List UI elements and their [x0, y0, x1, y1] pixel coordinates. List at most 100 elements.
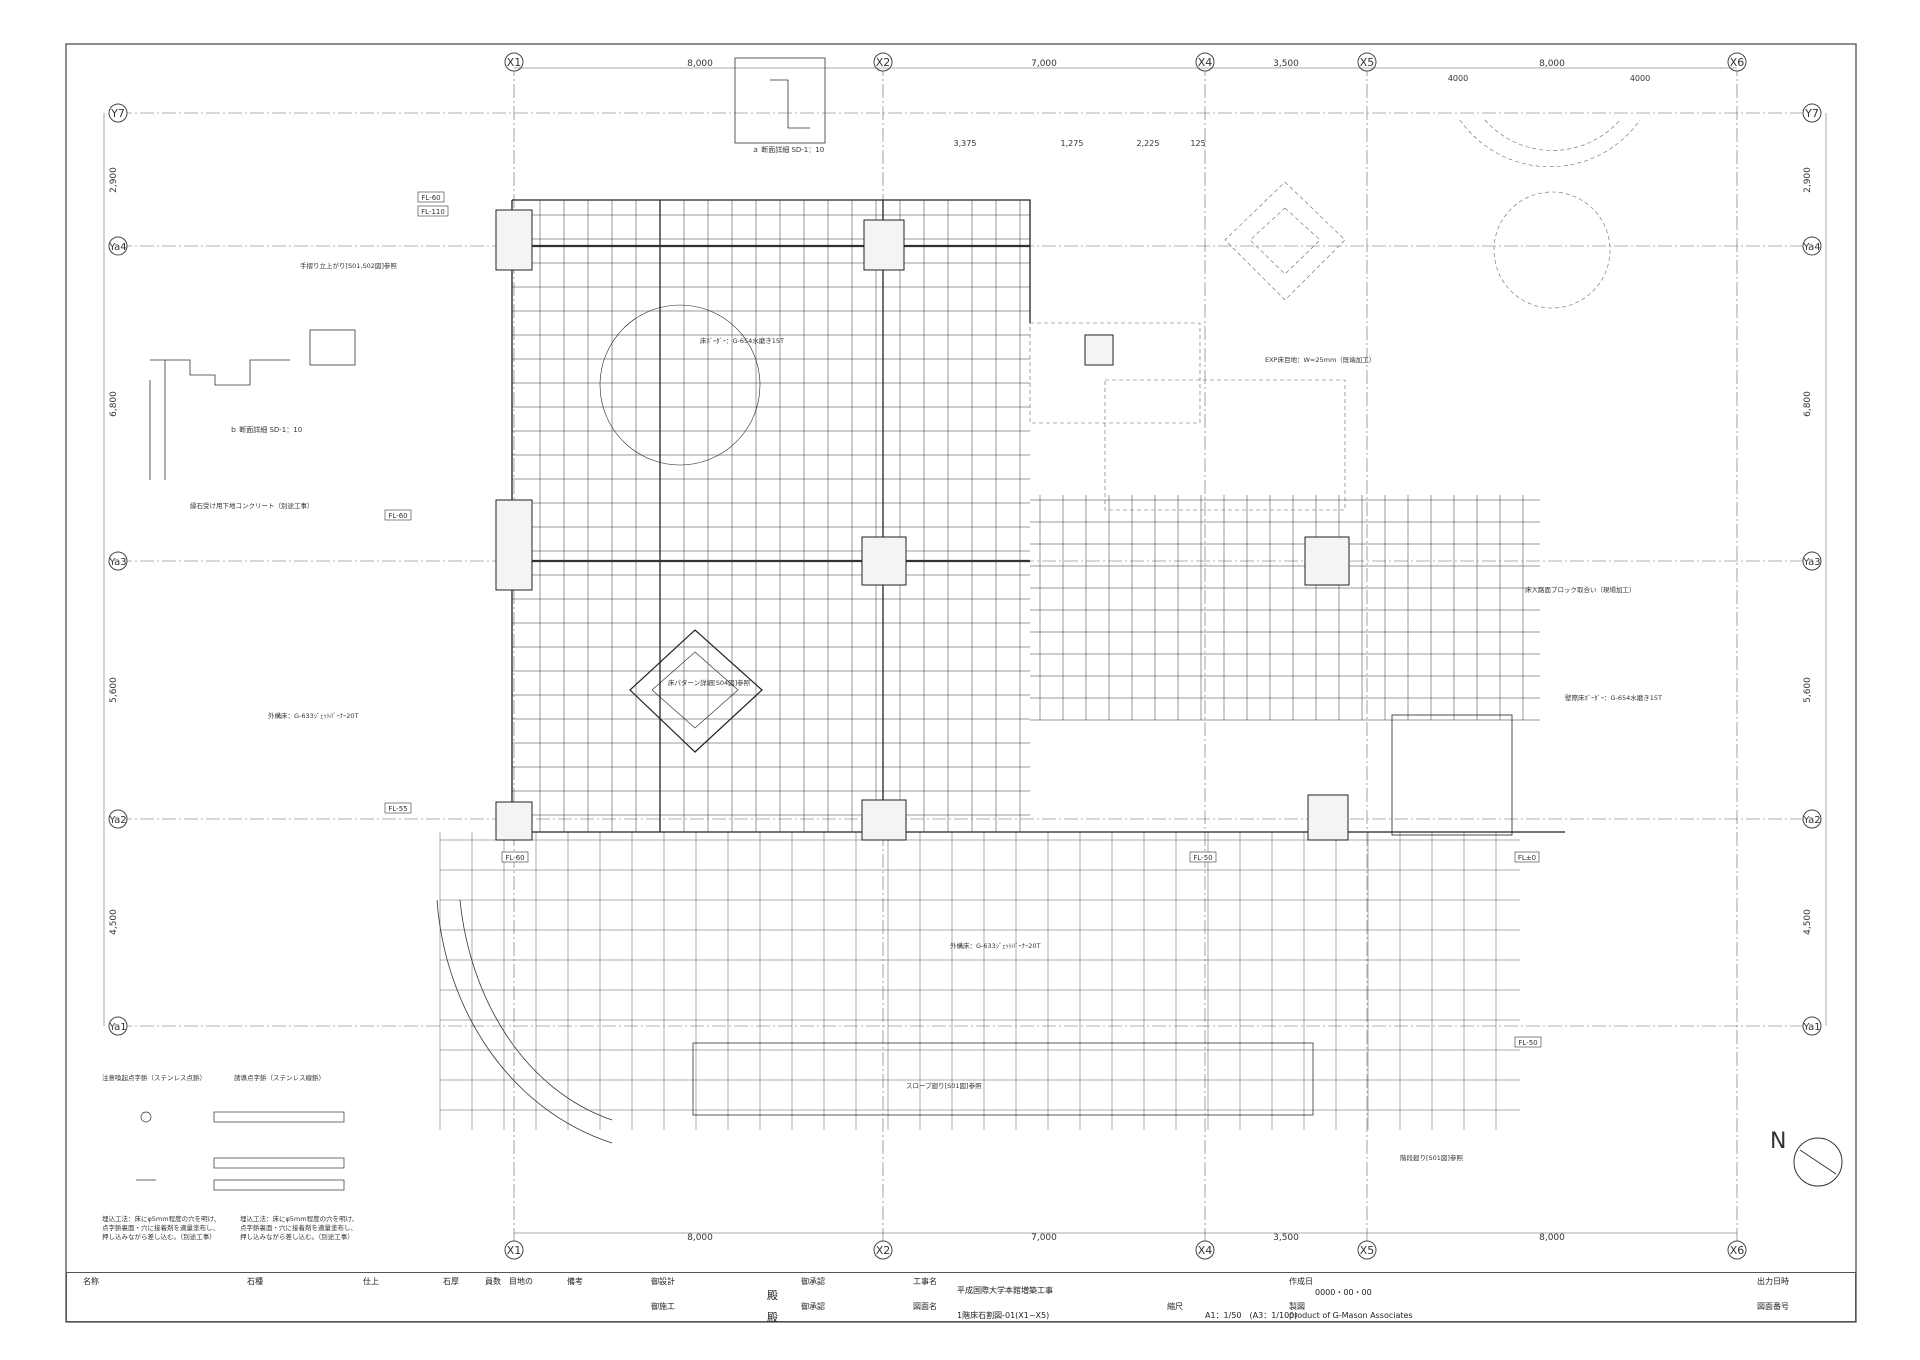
annotation-exterior-floor-left: 外構床：G-633ｼﾞｪｯﾄﾊﾞｰﾅｰ20T	[268, 711, 359, 720]
span-right-4: 4,500	[1803, 909, 1813, 935]
note-install-2: 埋込工法：床にφ5mm程度の穴を明け、点字鋲裏面・穴に接着剤を適量塗布し、押し込…	[240, 1215, 359, 1241]
axis-bubble-ya3-right: Ya3	[1802, 551, 1822, 571]
fl-tag: FL-60	[421, 194, 440, 202]
tb-count: 員数	[485, 1277, 501, 1286]
note-nosing: 注意喚起点字鋲（ステンレス点鋲）	[102, 1073, 206, 1082]
fl-tag: FL-55	[388, 805, 407, 813]
svg-text:X1: X1	[507, 1244, 522, 1257]
annotation-stair: 階段廻り[S01図]参照	[1400, 1153, 1463, 1162]
north-arrow: N	[1770, 1129, 1843, 1187]
span-top-3: 3,500	[1273, 59, 1299, 69]
annotations: 床ﾎﾞｰﾀﾞｰ：G-654水磨き15T 床パターン詳細[S04図]参照 外構床：…	[268, 261, 1662, 1162]
axis-bubble-x1: X1	[504, 52, 524, 72]
annotation-slope: スロープ廻り[S01図]参照	[906, 1081, 982, 1090]
svg-text:Ya4: Ya4	[108, 242, 126, 253]
tb-maker: product of G-Mason Associates	[1289, 1311, 1413, 1320]
span-bottom-2: 7,000	[1031, 1233, 1057, 1243]
annotation-wall-border: 壁際床ﾎﾞｰﾀﾞｰ：G-654水磨き15T	[1565, 693, 1662, 702]
span-bottom-1: 8,000	[687, 1233, 713, 1243]
axis-bubble-ya1: Ya1	[108, 1016, 128, 1036]
curved-edge	[436, 899, 1314, 1144]
column	[495, 499, 533, 591]
tb-drawing-name: 1階床石割図-01(X1~X5)	[957, 1311, 1050, 1320]
fl-tags: FL-60 FL-110 FL-60 FL-55 FL-60 FL-50 FL±…	[384, 191, 1542, 1048]
svg-text:X6: X6	[1730, 1244, 1745, 1257]
column	[1304, 536, 1350, 586]
tb-construction: 御施工	[651, 1302, 675, 1311]
axis-bubble-ya3: Ya3	[108, 551, 128, 571]
svg-text:Y7: Y7	[110, 107, 125, 120]
sub-dim-1: 3,375	[954, 139, 977, 148]
span-bottom-4: 8,000	[1539, 1233, 1565, 1243]
tb-finish: 仕上	[363, 1277, 379, 1286]
column	[1084, 334, 1114, 366]
annotation-exp-joint: EXP床目地：W=25mm（既端加工）	[1265, 355, 1375, 364]
fl-tag: FL-110	[421, 208, 445, 216]
tb-responsible-2: 御承認	[801, 1302, 825, 1311]
axis-bubble-ya2-right: Ya2	[1802, 809, 1822, 829]
fl-tag: FL±0	[1518, 854, 1536, 862]
axis-bubble-x1-bottom: X1	[504, 1240, 524, 1260]
tb-date: 0000・00・00	[1315, 1288, 1372, 1297]
span-top-2: 7,000	[1031, 59, 1057, 69]
tb-responsible-1: 御承認	[801, 1277, 825, 1286]
note-curb: 縁石受け用下地コンクリート（別途工事）	[190, 501, 314, 510]
tb-addressee-1: 殿	[767, 1289, 778, 1302]
svg-text:Y7: Y7	[1804, 107, 1819, 120]
span-top-4: 8,000	[1539, 59, 1565, 69]
tb-thickness: 石厚	[443, 1277, 459, 1286]
span-dimensions: 8,000 7,000 3,500 8,000 8,000 7,000 3,50…	[103, 59, 1827, 1243]
tb-addressee-2: 殿	[767, 1311, 778, 1324]
tb-maker-label: 製図	[1289, 1302, 1305, 1311]
svg-text:X2: X2	[876, 1244, 891, 1257]
annotation-floor-pattern: 床パターン詳細[S04図]参照	[668, 678, 751, 687]
section-b-label: ｂ 断面詳細 SD-1：10	[230, 425, 302, 434]
svg-text:Ya2: Ya2	[1802, 815, 1820, 826]
axis-bubble-ya4-right: Ya4	[1802, 236, 1822, 256]
axis-bubble-ya2: Ya2	[108, 809, 128, 829]
note-guide: 誘導点字鋲（ステンレス線鋲）	[234, 1073, 325, 1082]
svg-text:Ya1: Ya1	[1802, 1022, 1820, 1033]
braille-details	[136, 1111, 345, 1191]
tb-project-name: 平成国際大学本館増築工事	[957, 1286, 1053, 1295]
tb-name: 名称	[83, 1277, 99, 1286]
fl-tag: FL-50	[1518, 1039, 1537, 1047]
axis-bubble-x5-bottom: X5	[1357, 1240, 1377, 1260]
svg-text:X5: X5	[1360, 1244, 1375, 1257]
column	[495, 209, 533, 271]
sheet-border	[65, 43, 1857, 1323]
tb-project-label: 工事名	[913, 1277, 937, 1286]
span-top-1: 8,000	[687, 59, 713, 69]
span-left-1: 2,900	[109, 167, 119, 193]
note-install-1: 埋込工法：床にφ5mm程度の穴を明け、点字鋲裏面・穴に接着剤を適量塗布し、押し込…	[102, 1215, 221, 1241]
columns	[495, 209, 1350, 841]
floor-pattern-diamond	[599, 304, 763, 753]
svg-text:N: N	[1770, 1129, 1786, 1154]
axis-bubble-x4-bottom: X4	[1195, 1240, 1215, 1260]
svg-text:X1: X1	[507, 56, 522, 69]
column	[863, 219, 905, 271]
svg-text:Ya2: Ya2	[108, 815, 126, 826]
sub-dim-3: 2,225	[1137, 139, 1160, 148]
svg-text:Ya3: Ya3	[108, 557, 126, 568]
stone-paving-grid	[439, 200, 1540, 1130]
span-left-4: 4,500	[109, 909, 119, 935]
title-block: 名称 石種 仕上 石厚 員数 目地の 備考 御設計 御施工 殿 殿 御承認 御承…	[66, 1272, 1856, 1324]
building-outline	[511, 199, 1565, 836]
landscape-dashed	[1029, 119, 1641, 511]
column	[861, 536, 907, 586]
axis-bubble-x2: X2	[873, 52, 893, 72]
column	[1307, 794, 1349, 841]
sub-dim-2: 1,275	[1061, 139, 1084, 148]
annotation-handrail: 手摺り立上がり[S01,S02図]参照	[300, 261, 397, 270]
tb-remarks: 備考	[567, 1277, 583, 1286]
axis-lines	[118, 62, 1812, 1248]
axis-bubble-x2-bottom: X2	[873, 1240, 893, 1260]
svg-text:X5: X5	[1360, 56, 1375, 69]
span-left-2: 6,800	[109, 391, 119, 417]
axis-bubble-y7-right: Y7	[1802, 103, 1822, 123]
tb-drawing-label: 図面名	[913, 1302, 937, 1311]
svg-text:X2: X2	[876, 56, 891, 69]
